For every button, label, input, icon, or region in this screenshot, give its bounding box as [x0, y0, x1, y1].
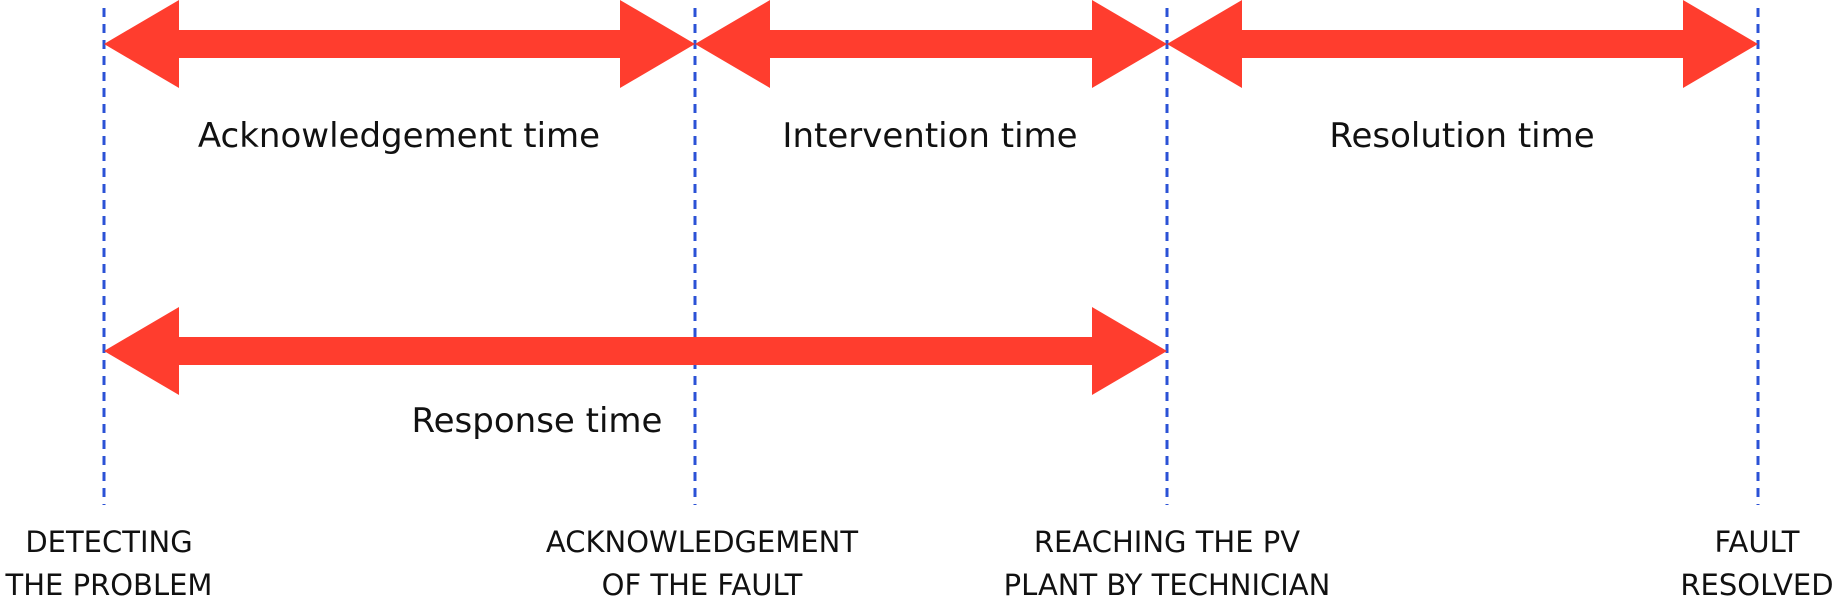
- milestone-detecting-line1: DETECTING: [25, 525, 192, 559]
- milestone-acknowledgement-line1: ACKNOWLEDGEMENT: [546, 525, 858, 559]
- milestone-resolved-line2: RESOLVED: [1680, 568, 1833, 602]
- response-time-arrow: [104, 307, 1167, 395]
- milestone-reaching-line2: PLANT BY TECHNICIAN: [1004, 568, 1331, 602]
- milestone-reaching-line1: REACHING THE PV: [1034, 525, 1300, 559]
- intervention-time-label: Intervention time: [782, 116, 1077, 156]
- acknowledgement-time-label: Acknowledgement time: [198, 116, 600, 156]
- response-time-label: Response time: [412, 401, 663, 441]
- milestone-acknowledgement-line2: OF THE FAULT: [602, 568, 803, 602]
- acknowledgement-time-arrow: [104, 0, 695, 88]
- resolution-time-label: Resolution time: [1329, 116, 1594, 156]
- resolution-time-arrow: [1167, 0, 1758, 88]
- intervention-time-arrow: [695, 0, 1167, 88]
- milestone-detecting-line2: THE PROBLEM: [5, 568, 213, 602]
- milestone-resolved-line1: FAULT: [1715, 525, 1800, 559]
